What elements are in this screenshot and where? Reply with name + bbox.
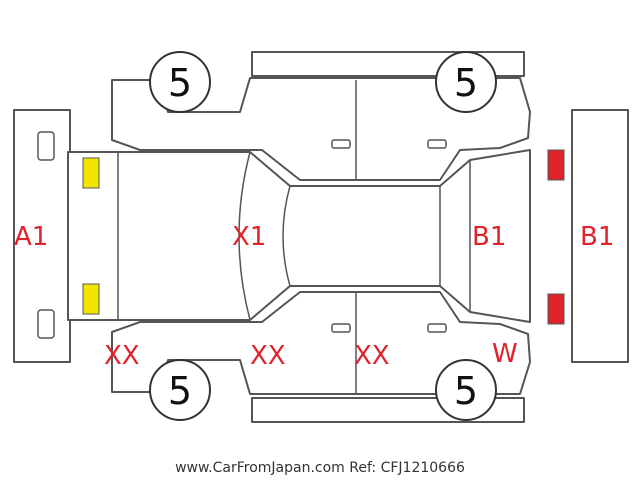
rear-bumper-red-marker-bottom (547, 293, 565, 325)
front-bumper-panel (13, 109, 71, 363)
tire-grade-rear-right: 5 (454, 61, 478, 105)
label-roof-rear: B1 (472, 222, 506, 252)
rear-bumper-panel (571, 109, 629, 363)
label-front-left-door: XX (250, 341, 286, 371)
label-rear-left-quarter: W (492, 339, 518, 369)
rear-bumper-red-marker-top (547, 149, 565, 181)
tire-front-left: 5 (149, 359, 211, 421)
label-rear-left-door: XX (354, 341, 390, 371)
tire-grade-front-left: 5 (168, 369, 192, 413)
front-bumper-yellow-marker-top (82, 157, 100, 189)
tire-rear-left: 5 (435, 359, 497, 421)
front-bumper-yellow-marker-bottom (82, 283, 100, 315)
tire-grade-front-right: 5 (168, 61, 192, 105)
footer-reference: www.CarFromJapan.com Ref: CFJ1210666 (175, 460, 465, 476)
tire-rear-right: 5 (435, 51, 497, 113)
label-front-bumper: A1 (14, 222, 48, 252)
label-front-left-fender: XX (104, 341, 140, 371)
label-rear-bumper: B1 (580, 222, 614, 252)
label-hood: X1 (232, 222, 266, 252)
tire-grade-rear-left: 5 (454, 369, 478, 413)
body-top-view (67, 149, 531, 323)
left-side-panels (111, 291, 531, 423)
tire-front-right: 5 (149, 51, 211, 113)
